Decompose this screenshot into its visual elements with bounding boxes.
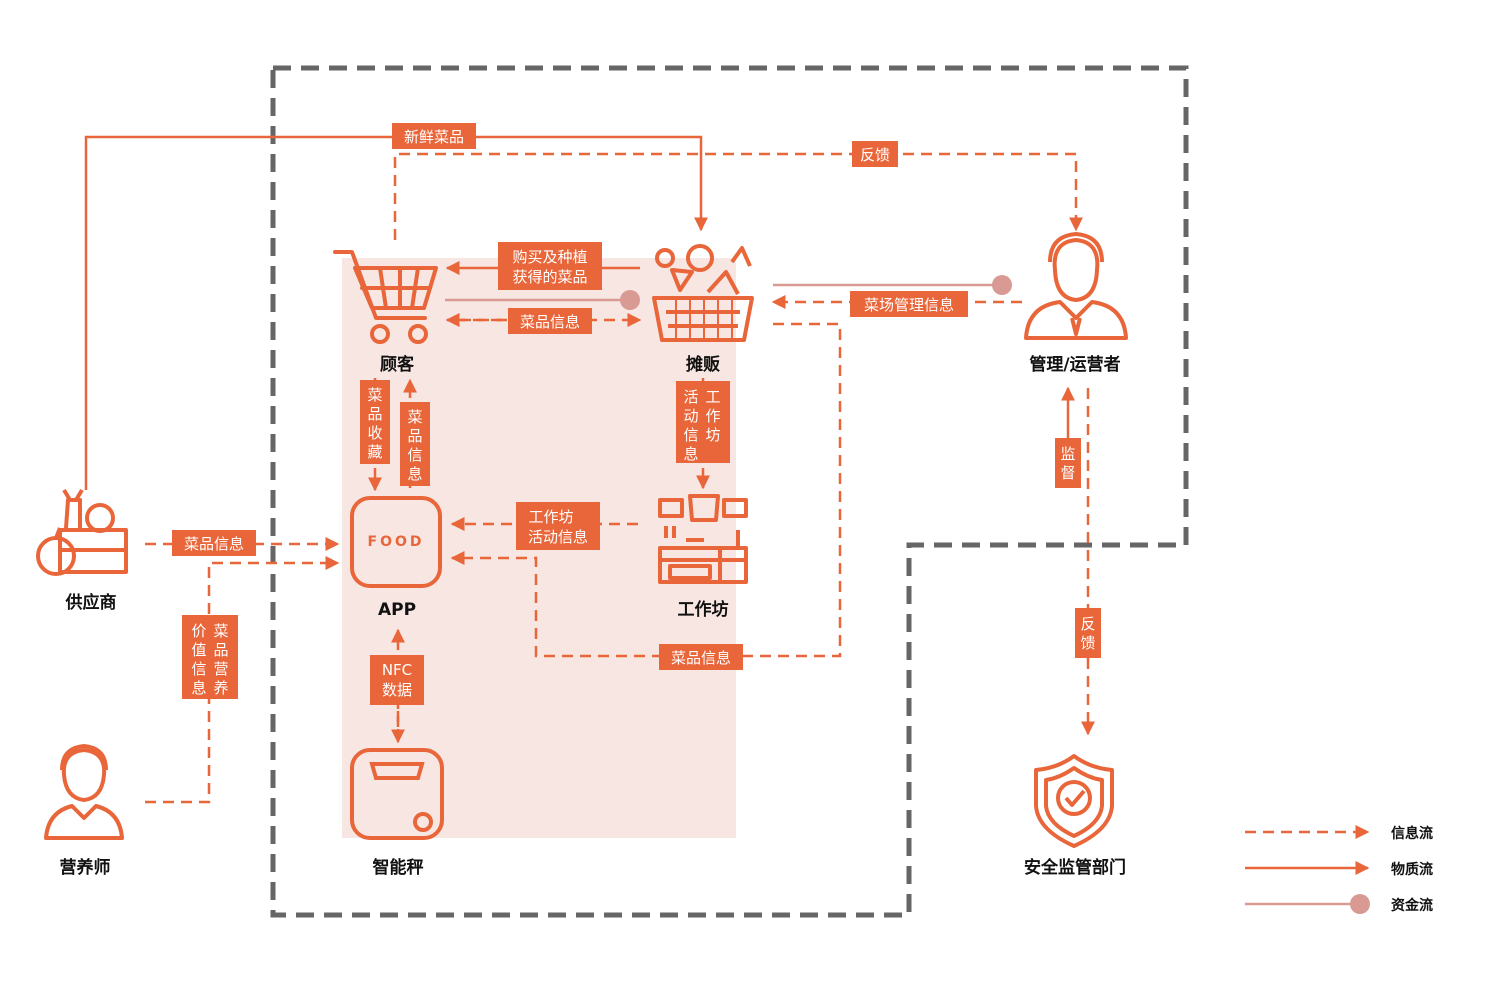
edge-customer-feedback [393, 152, 1083, 240]
label-feedback-top: 反馈 [860, 146, 890, 164]
node-customer: 顾客 [380, 354, 415, 375]
label-fb-safety-0: 反 [1080, 615, 1095, 633]
label-purchase-2: 获得的菜品 [512, 268, 587, 286]
label-fresh: 新鲜菜品 [404, 128, 464, 146]
node-scale: 智能秤 [373, 857, 424, 878]
label-collect-0: 菜 [367, 386, 382, 404]
label-dishinfo-3: 息 [407, 465, 422, 483]
label-nutri-c2-2: 营 [213, 660, 228, 678]
app-logo: FOOD [368, 534, 425, 550]
node-workshop: 工作坊 [678, 599, 729, 620]
label-dishinfo-2: 信 [407, 446, 422, 464]
label-purchase-1: 购买及种植 [512, 248, 587, 266]
money-dot-customer [620, 290, 640, 310]
nutritionist-icon [44, 744, 124, 840]
legend-money: 资金流 [1391, 897, 1433, 914]
cart-icon [333, 250, 438, 344]
label-wsinfo-2: 活动信息 [528, 528, 588, 546]
label-collect-2: 收 [367, 424, 382, 442]
label-nutri-c1-3: 息 [191, 679, 206, 697]
label-wsact-c1-2: 信 [683, 426, 698, 444]
legend-money-dot [1350, 894, 1370, 914]
node-safety: 安全监管部门 [1024, 857, 1126, 878]
app-icon: FOOD [350, 496, 442, 588]
label-wsact-c2-2: 坊 [705, 426, 720, 444]
label-nutri-c2-0: 菜 [213, 622, 228, 640]
money-dot-manager [992, 275, 1012, 295]
label-wsact-c2-0: 工 [705, 388, 720, 406]
label-wsact-c1-3: 息 [683, 445, 698, 463]
label-market-info: 菜场管理信息 [864, 296, 954, 314]
label-dishinfo-0: 菜 [407, 408, 422, 426]
manager-icon [1024, 232, 1128, 340]
label-dish-info-cv: 菜品信息 [520, 313, 580, 331]
produce-crate-icon [36, 488, 128, 576]
smart-scale-icon [350, 748, 444, 840]
label-wsact-c1-0: 活 [683, 388, 698, 406]
legend: 信息流 物质流 资金流 [1245, 825, 1433, 914]
label-wsact-c2-1: 作 [705, 407, 720, 425]
label-nutri-c1-2: 信 [191, 660, 206, 678]
label-dish-info-supplier: 菜品信息 [184, 535, 244, 553]
label-nutri-c2-1: 品 [213, 641, 228, 659]
label-fb-safety-1: 馈 [1080, 634, 1095, 652]
label-wsact-c1-1: 动 [683, 407, 698, 425]
label-collect-1: 品 [367, 405, 382, 423]
label-nutri-c1-0: 价 [191, 622, 206, 640]
legend-info: 信息流 [1391, 825, 1433, 842]
label-collect-3: 藏 [367, 443, 382, 461]
node-nutritionist: 营养师 [60, 857, 111, 878]
shield-check-icon [1034, 754, 1114, 848]
node-vendor: 摊贩 [686, 354, 720, 375]
label-dishinfo-1: 品 [407, 427, 422, 445]
label-supervise-0: 监 [1060, 445, 1075, 463]
vegetable-basket-icon [652, 244, 754, 342]
node-supplier: 供应商 [65, 592, 117, 613]
edge-nutritionist-app [145, 556, 340, 804]
workshop-kitchen-icon [658, 494, 748, 584]
platform-boundary [270, 65, 1189, 918]
label-nfc-1: NFC [382, 661, 412, 679]
node-manager: 管理/运营者 [1029, 354, 1120, 375]
label-wsinfo-1: 工作坊 [528, 508, 573, 526]
label-nutri-c1-1: 值 [191, 641, 206, 659]
label-supervise-1: 督 [1060, 464, 1075, 482]
label-nfc-2: 数据 [382, 681, 412, 699]
node-app: APP [378, 600, 416, 620]
legend-material: 物质流 [1391, 861, 1433, 878]
label-dish-info-bottom: 菜品信息 [671, 649, 731, 667]
label-nutri-c2-3: 养 [213, 679, 228, 697]
